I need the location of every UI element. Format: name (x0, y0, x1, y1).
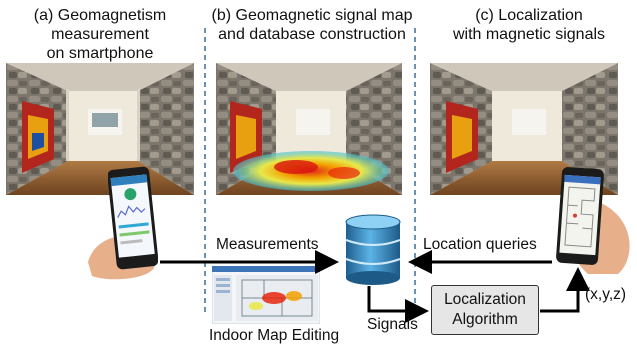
divider-left (204, 28, 206, 313)
location-queries-label: Location queries (423, 236, 537, 253)
indoor-map-editor-screenshot (212, 266, 320, 324)
title-b: (b) Geomagnetic signal map and database … (196, 6, 428, 44)
phone-icon-right (556, 167, 604, 265)
title-c-line2: with magnetic signals (452, 26, 606, 43)
output-coordinates-label: (x,y,z) (585, 286, 627, 303)
title-c-line1: (c) Localization (475, 7, 583, 24)
algorithm-line1: Localization (444, 291, 526, 308)
database-icon (345, 214, 401, 285)
measurements-label: Measurements (216, 236, 319, 253)
corridor-heatmap-photo (216, 63, 402, 195)
title-b-line1: (b) Geomagnetic signal map (211, 7, 413, 24)
title-a-line2: measurement (51, 26, 149, 43)
algorithm-line2: Algorithm (452, 311, 518, 328)
arrow-icon-output (540, 267, 590, 313)
title-a-line1: (a) Geomagnetism (33, 7, 167, 24)
title-b-line2: and database construction (218, 26, 406, 43)
localization-algorithm-box: Localization Algorithm (431, 285, 539, 335)
signals-label: Signals (367, 316, 418, 333)
arrow-icon-signals (367, 286, 429, 323)
title-a: (a) Geomagnetism measurement on smartpho… (0, 6, 200, 63)
corridor-photo-c (430, 63, 618, 195)
indoor-map-editing-caption: Indoor Map Editing (209, 327, 340, 344)
title-a-line3: on smartphone (46, 45, 154, 62)
phone-icon-left (108, 166, 158, 270)
title-c: (c) Localization with magnetic signals (424, 6, 634, 44)
